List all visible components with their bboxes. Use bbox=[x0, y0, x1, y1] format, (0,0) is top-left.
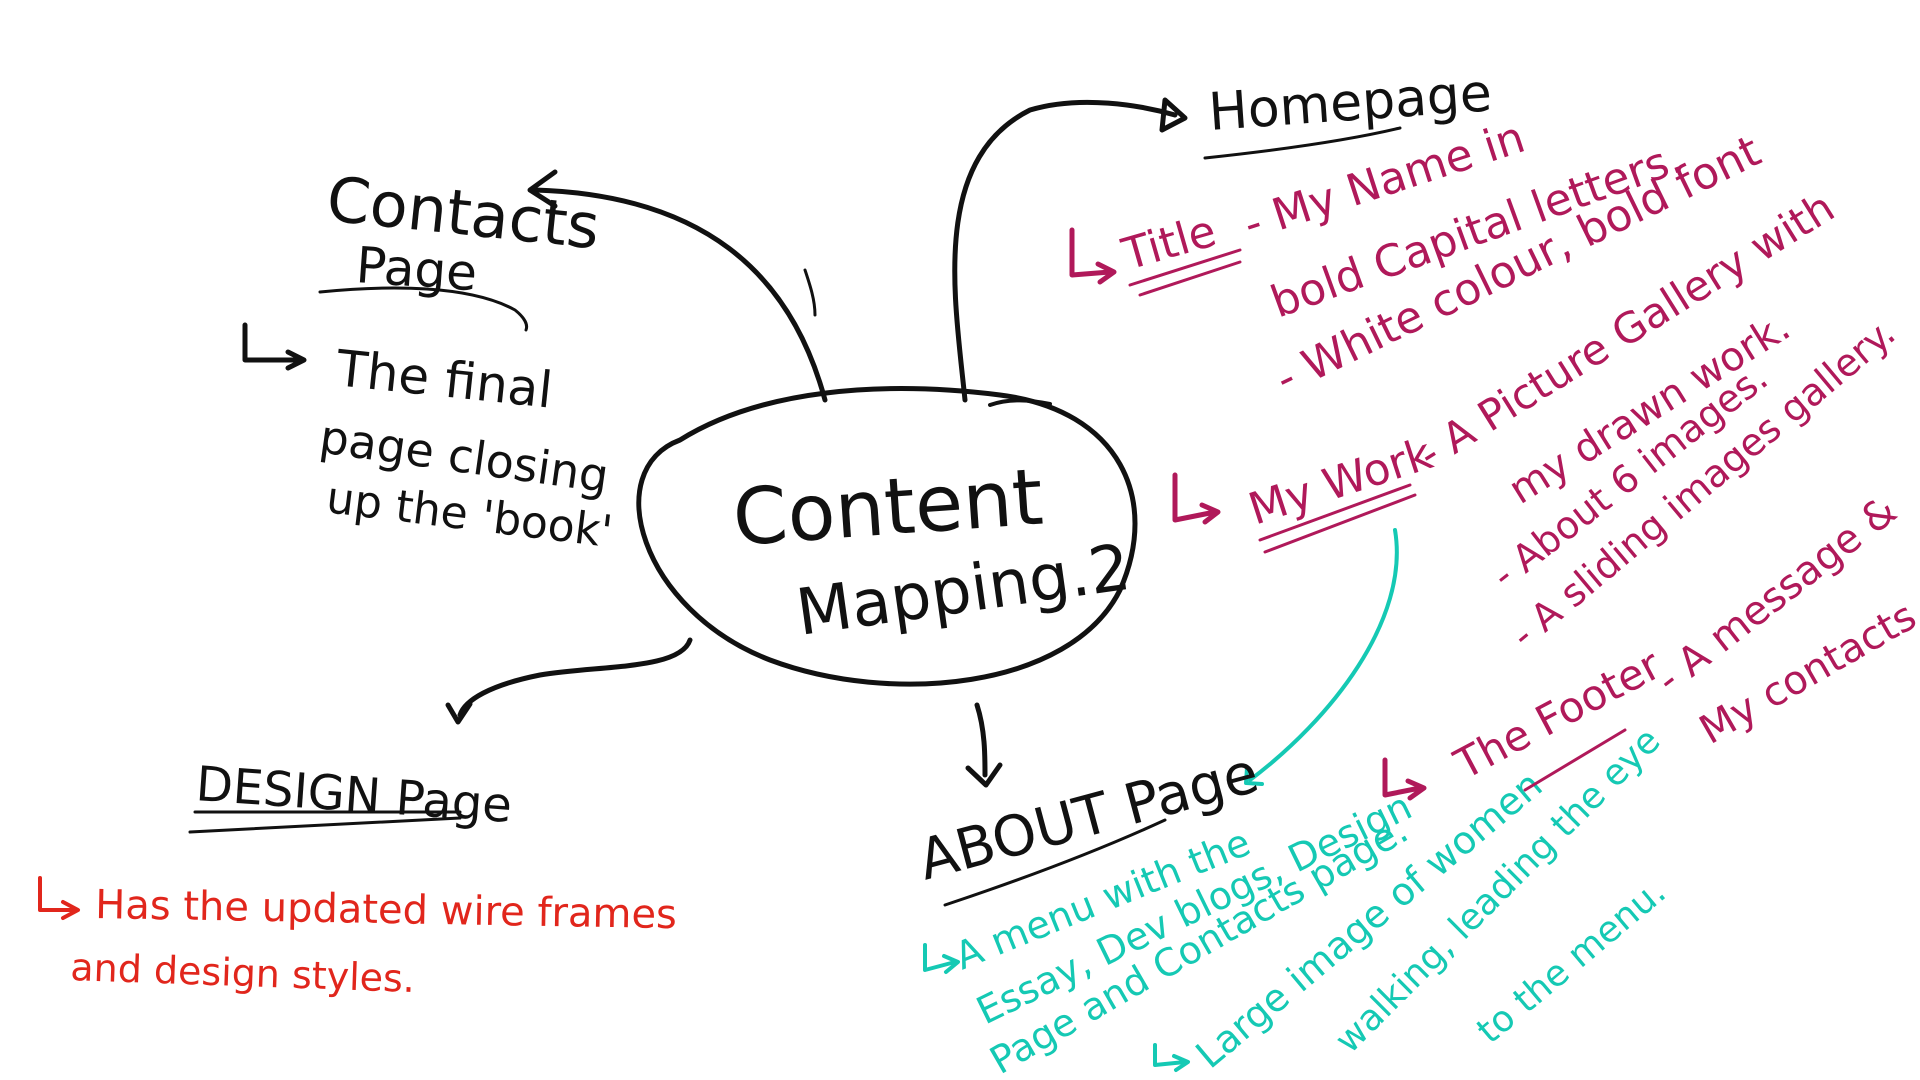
contacts-bullet-arrow-icon bbox=[242, 322, 307, 371]
center-ellipse-overlap bbox=[988, 398, 1052, 407]
arrow-to-about bbox=[974, 702, 988, 778]
contacts-node: Contacts Page The final page closing up … bbox=[242, 162, 615, 558]
stray-mark bbox=[803, 268, 817, 317]
homepage-heading: Homepage bbox=[1207, 63, 1494, 143]
title-label: Title bbox=[1116, 206, 1222, 281]
arrowhead-design-icon bbox=[445, 701, 473, 725]
design-node: DESIGN Page Has the updated wire frames … bbox=[38, 756, 677, 1001]
contacts-underline bbox=[318, 286, 529, 332]
arrow-to-homepage bbox=[952, 99, 1178, 403]
design-text-2: and design styles. bbox=[70, 945, 416, 1001]
arrowhead-about-teal-icon bbox=[1244, 766, 1264, 786]
footer-label-underline bbox=[1523, 728, 1627, 792]
arrow-to-contacts bbox=[532, 187, 828, 403]
arrowhead-contacts-icon bbox=[527, 169, 558, 209]
design-underline-2 bbox=[188, 816, 462, 834]
design-text-1: Has the updated wire frames bbox=[95, 882, 677, 938]
homepage-underline bbox=[1203, 126, 1402, 160]
about-bullet-arrow-2-icon bbox=[1153, 1043, 1190, 1072]
mywork-bullet-arrow-icon bbox=[1172, 472, 1221, 525]
center-node: Content Mapping.2 bbox=[636, 386, 1138, 687]
contacts-text-1: The final bbox=[333, 339, 555, 419]
center-ellipse bbox=[636, 386, 1138, 687]
arrow-to-design bbox=[457, 637, 693, 718]
title-label-underline bbox=[1128, 248, 1242, 297]
design-bullet-arrow-icon bbox=[38, 876, 80, 920]
mywork-label: My Work bbox=[1243, 428, 1439, 535]
homepage-node: Homepage Title - My Name in bold Capital… bbox=[1069, 63, 1920, 801]
footer-bullet-arrow-icon bbox=[1382, 757, 1427, 801]
about-underline bbox=[943, 818, 1167, 907]
arrowhead-homepage-icon bbox=[1159, 97, 1188, 133]
connector-arrows bbox=[445, 97, 1399, 788]
arrow-mywork-to-about bbox=[1248, 528, 1399, 782]
center-title-line1: Content bbox=[730, 453, 1046, 564]
arrowhead-about-icon bbox=[965, 762, 1003, 788]
about-node: ABOUT Page A menu with the Essay, Dev bl… bbox=[912, 720, 1674, 1080]
about-bullet-arrow-icon bbox=[923, 943, 960, 974]
mywork-label-underline bbox=[1258, 483, 1417, 554]
title-bullet-arrow-icon bbox=[1069, 227, 1117, 285]
